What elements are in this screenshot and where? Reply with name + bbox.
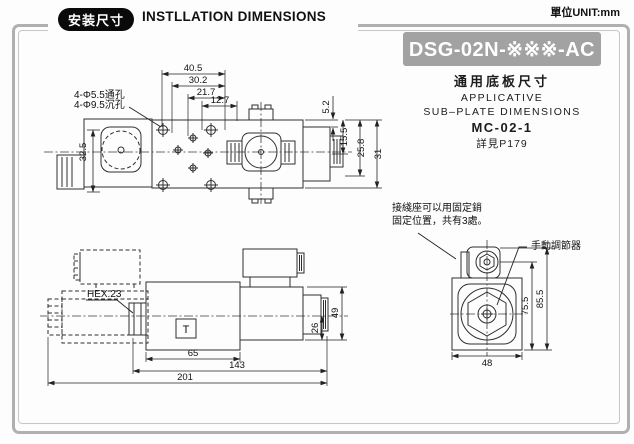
hole-note-line1: 4-Φ5.5通孔 <box>74 89 125 101</box>
subplate-title-cn: 通用底板尺寸 <box>453 74 550 89</box>
hex-label: HEX.23 <box>87 289 122 300</box>
dim-85-5: 85.5 <box>535 290 546 309</box>
dim-5-2: 5.2 <box>321 100 332 113</box>
dim-65: 65 <box>188 348 199 359</box>
hole-note-line2: 4-Φ9.5沉孔 <box>74 98 125 111</box>
subplate-title-en2: SUB–PLATE DIMENSIONS <box>423 106 581 118</box>
dim-75-5: 75.5 <box>520 297 531 316</box>
dim-26: 26 <box>310 323 321 334</box>
top-view-drawing: 40.5 30.2 21.7 12.7 5.2 32.5 15.5 25.8 3… <box>44 63 384 204</box>
port-t-label: T <box>183 324 190 336</box>
dim-31: 31 <box>373 149 384 160</box>
dim-32-5: 32.5 <box>78 143 89 162</box>
subplate-ref: 詳見P179 <box>476 138 528 150</box>
dim-201: 201 <box>177 372 193 383</box>
subplate-title-en1: APPLICATIVE <box>460 92 544 104</box>
subplate-code: MC-02-1 <box>471 120 533 135</box>
dim-143: 143 <box>229 360 245 371</box>
dim-12-7: 12.7 <box>211 95 230 106</box>
dim-30-2: 30.2 <box>189 75 208 86</box>
header: 安装尺寸 INSTLLATION DIMENSIONS <box>48 0 358 33</box>
section-badge: 安装尺寸 <box>58 8 134 31</box>
dim-21-7: 21.7 <box>197 87 216 98</box>
dim-40-5: 40.5 <box>184 63 203 74</box>
unit-label: 單位UNIT:mm <box>550 7 620 19</box>
terminal-note-line1: 接綫座可以用固定銷 <box>392 201 482 214</box>
page-title: INSTLLATION DIMENSIONS <box>142 9 327 24</box>
end-view-drawing: 75.5 85.5 48 接綫座可以用固定銷 固定位置，共有3處。 手動調節器 <box>392 201 581 369</box>
subplate-info: 通用底板尺寸 APPLICATIVE SUB–PLATE DIMENSIONS … <box>398 71 606 151</box>
side-view-drawing: HEX.23 T 26 49 65 143 201 <box>40 248 348 386</box>
dim-49: 49 <box>330 308 341 319</box>
terminal-note-line2: 固定位置，共有3處。 <box>392 214 488 227</box>
dim-48: 48 <box>482 358 493 369</box>
model-code-box: DSG-02N-※※※-AC <box>403 32 601 66</box>
manual-adjuster-label: 手動調節器 <box>531 239 581 252</box>
dim-15-5: 15.5 <box>339 128 350 147</box>
dim-25-8: 25.8 <box>356 139 367 158</box>
